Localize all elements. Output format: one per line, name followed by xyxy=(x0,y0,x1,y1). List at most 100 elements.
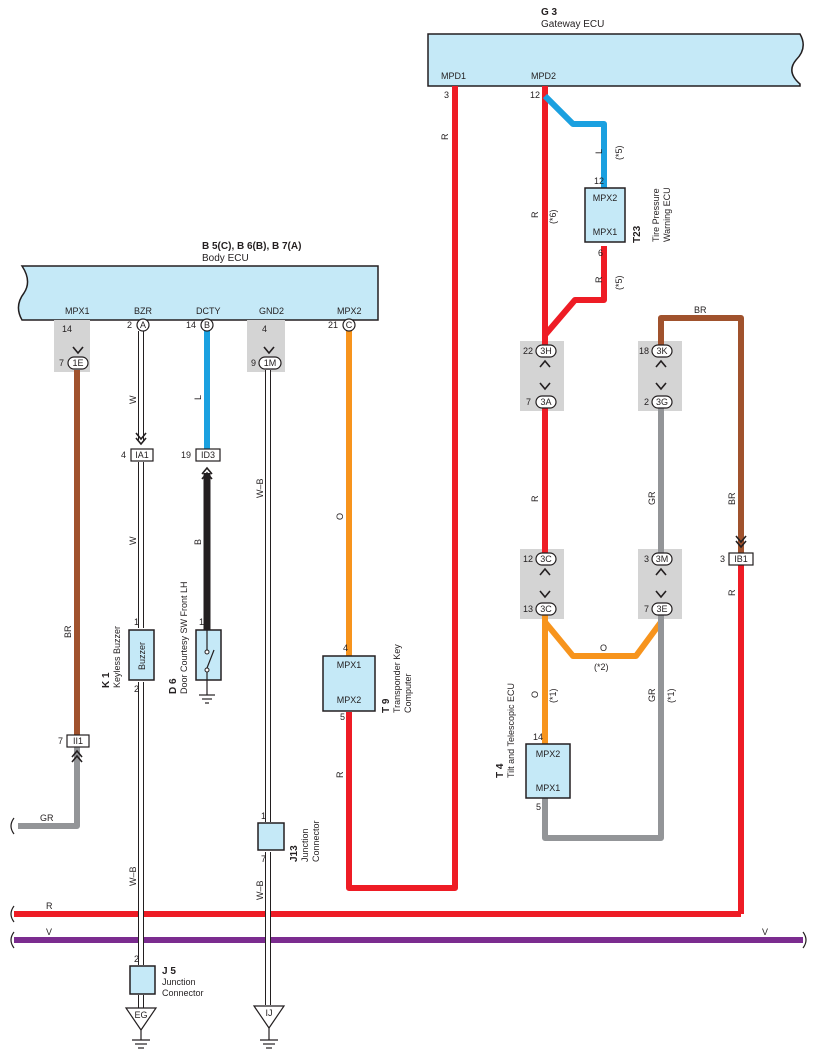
buzzer-name: Keyless Buzzer xyxy=(112,626,122,688)
body-pin-mpx2: MPX2 xyxy=(337,306,362,316)
t9-name2: Computer xyxy=(403,673,413,713)
wire-label: BR xyxy=(694,305,707,315)
ground-eg-label: EG xyxy=(134,1010,147,1020)
keyless-buzzer: Buzzer K 1 Keyless Buzzer xyxy=(101,626,155,688)
connector-shading xyxy=(54,320,682,619)
pin-num: 19 xyxy=(181,450,191,460)
gateway-ecu-code: G 3 xyxy=(541,7,558,18)
tilt-telescopic-ecu: MPX2 MPX1 T 4 Tilt and Telescopic ECU xyxy=(495,683,571,799)
conn-ii1: II1 xyxy=(73,736,83,746)
pin-num: 22 xyxy=(523,346,533,356)
door-switch-name: Door Courtesy SW Front LH xyxy=(179,581,189,694)
wire-gr-tilt xyxy=(542,612,664,841)
break-marks xyxy=(10,817,807,949)
pin-num: 3 xyxy=(644,554,649,564)
j5-code: J 5 xyxy=(162,966,176,977)
wire-o-cross xyxy=(542,620,664,659)
wire-label: GR xyxy=(647,491,657,505)
conn-3c-bottom: 3C xyxy=(540,604,552,614)
wire-label: O xyxy=(335,513,345,520)
t4-pin-mpx2: MPX2 xyxy=(536,749,561,759)
tpms-pin-mpx2: MPX2 xyxy=(593,193,618,203)
wire-label: W–B xyxy=(128,866,138,886)
pin-num: 2 xyxy=(134,954,139,964)
body-pin-dcty: DCTY xyxy=(196,306,221,316)
note-label: (*5) xyxy=(614,145,624,160)
t4-name: Tilt and Telescopic ECU xyxy=(506,683,516,778)
t9-pin-mpx2: MPX2 xyxy=(337,695,362,705)
pin-num: 5 xyxy=(340,712,345,722)
tpms-ecu: MPX2 MPX1 T23 Tire Pressure Warning ECU xyxy=(584,187,672,243)
gateway-pin-mpd1: MPD1 xyxy=(441,71,466,81)
pin-num: 14 xyxy=(186,320,196,330)
j13-code: J13 xyxy=(289,845,300,862)
conn-3g: 3G xyxy=(656,397,668,407)
j5-name1: Junction xyxy=(162,977,196,987)
door-courtesy-switch: D 6 Door Courtesy SW Front LH xyxy=(168,581,222,704)
ground-ij: IJ xyxy=(252,1005,286,1049)
conn-a: A xyxy=(140,320,146,330)
note-label: (*1) xyxy=(666,688,676,703)
body-ecu-code: B 5(C), B 6(B), B 7(A) xyxy=(202,241,301,252)
pin-num: 7 xyxy=(59,358,64,368)
pin-num: 3 xyxy=(720,554,725,564)
pin-num: 7 xyxy=(261,854,266,864)
pin-num: 7 xyxy=(526,397,531,407)
note-label: (*6) xyxy=(548,209,558,224)
body-pin-gnd2: GND2 xyxy=(259,306,284,316)
wire-tpms-red xyxy=(542,246,607,337)
pin-num: 4 xyxy=(343,643,348,653)
wire-label: R xyxy=(530,211,540,218)
wire-label: BR xyxy=(727,492,737,505)
white-wires xyxy=(138,331,271,1008)
pin-num: 14 xyxy=(533,732,543,742)
conn-3a: 3A xyxy=(540,397,551,407)
pin-num: 13 xyxy=(523,604,533,614)
t4-code: T 4 xyxy=(495,763,506,778)
pin-num: 1 xyxy=(261,811,266,821)
j5-name2: Connector xyxy=(162,988,204,998)
conn-ia1: IA1 xyxy=(135,450,149,460)
wire-label: R xyxy=(46,901,53,911)
wire-label: BR xyxy=(63,625,73,638)
pin-num: 4 xyxy=(121,450,126,460)
wire-label: R xyxy=(594,276,604,283)
wire-gr-left xyxy=(18,747,80,829)
pin-num: 9 xyxy=(251,358,256,368)
gateway-ecu-name: Gateway ECU xyxy=(541,19,604,30)
wire-label: O xyxy=(600,643,607,653)
pin-num: 2 xyxy=(644,397,649,407)
conn-3e: 3E xyxy=(656,604,667,614)
pin-num: 14 xyxy=(62,324,72,334)
conn-id3: ID3 xyxy=(201,450,215,460)
tpms-code: T23 xyxy=(632,225,643,243)
notes: (*5) (*6) (*5) (*2) (*1) (*1) xyxy=(548,145,676,703)
connector-pills: A B C 1E 1M 3H 3A 3K 3G 3C 3C 3M 3E IA1 … xyxy=(66,318,754,748)
pin-num: 6 xyxy=(598,248,603,258)
wire-label: V xyxy=(762,927,768,937)
conn-3c-top: 3C xyxy=(540,554,552,564)
t4-pin-mpx1: MPX1 xyxy=(536,783,561,793)
tpms-pin-mpx1: MPX1 xyxy=(593,227,618,237)
pin-num: 12 xyxy=(594,176,604,186)
wire-br-right xyxy=(658,315,744,553)
transponder-key-computer: MPX1 MPX2 T 9 Transponder Key Computer xyxy=(322,644,413,713)
pin-num: 7 xyxy=(644,604,649,614)
buzzer-label: Buzzer xyxy=(137,642,147,670)
body-ecu-name: Body ECU xyxy=(202,253,249,264)
door-switch-code: D 6 xyxy=(168,678,179,694)
pin-numbers: 3 12 12 6 14 7 2 14 4 9 21 4 19 22 7 18 … xyxy=(58,90,725,964)
j13-name1: Junction xyxy=(300,828,310,862)
j13-name2: Connector xyxy=(311,820,321,862)
t9-name1: Transponder Key xyxy=(392,644,402,713)
junction-connector-j5: J 5 Junction Connector xyxy=(129,965,204,998)
wire-label: W–B xyxy=(255,880,265,900)
pin-num: 1 xyxy=(134,617,139,627)
note-label: (*1) xyxy=(548,688,558,703)
tpms-name2: Warning ECU xyxy=(662,187,672,242)
conn-1e: 1E xyxy=(72,358,83,368)
wire-label: R xyxy=(530,495,540,502)
gateway-ecu: G 3 Gateway ECU MPD1 MPD2 xyxy=(427,7,804,87)
wire-label: R xyxy=(440,133,450,140)
